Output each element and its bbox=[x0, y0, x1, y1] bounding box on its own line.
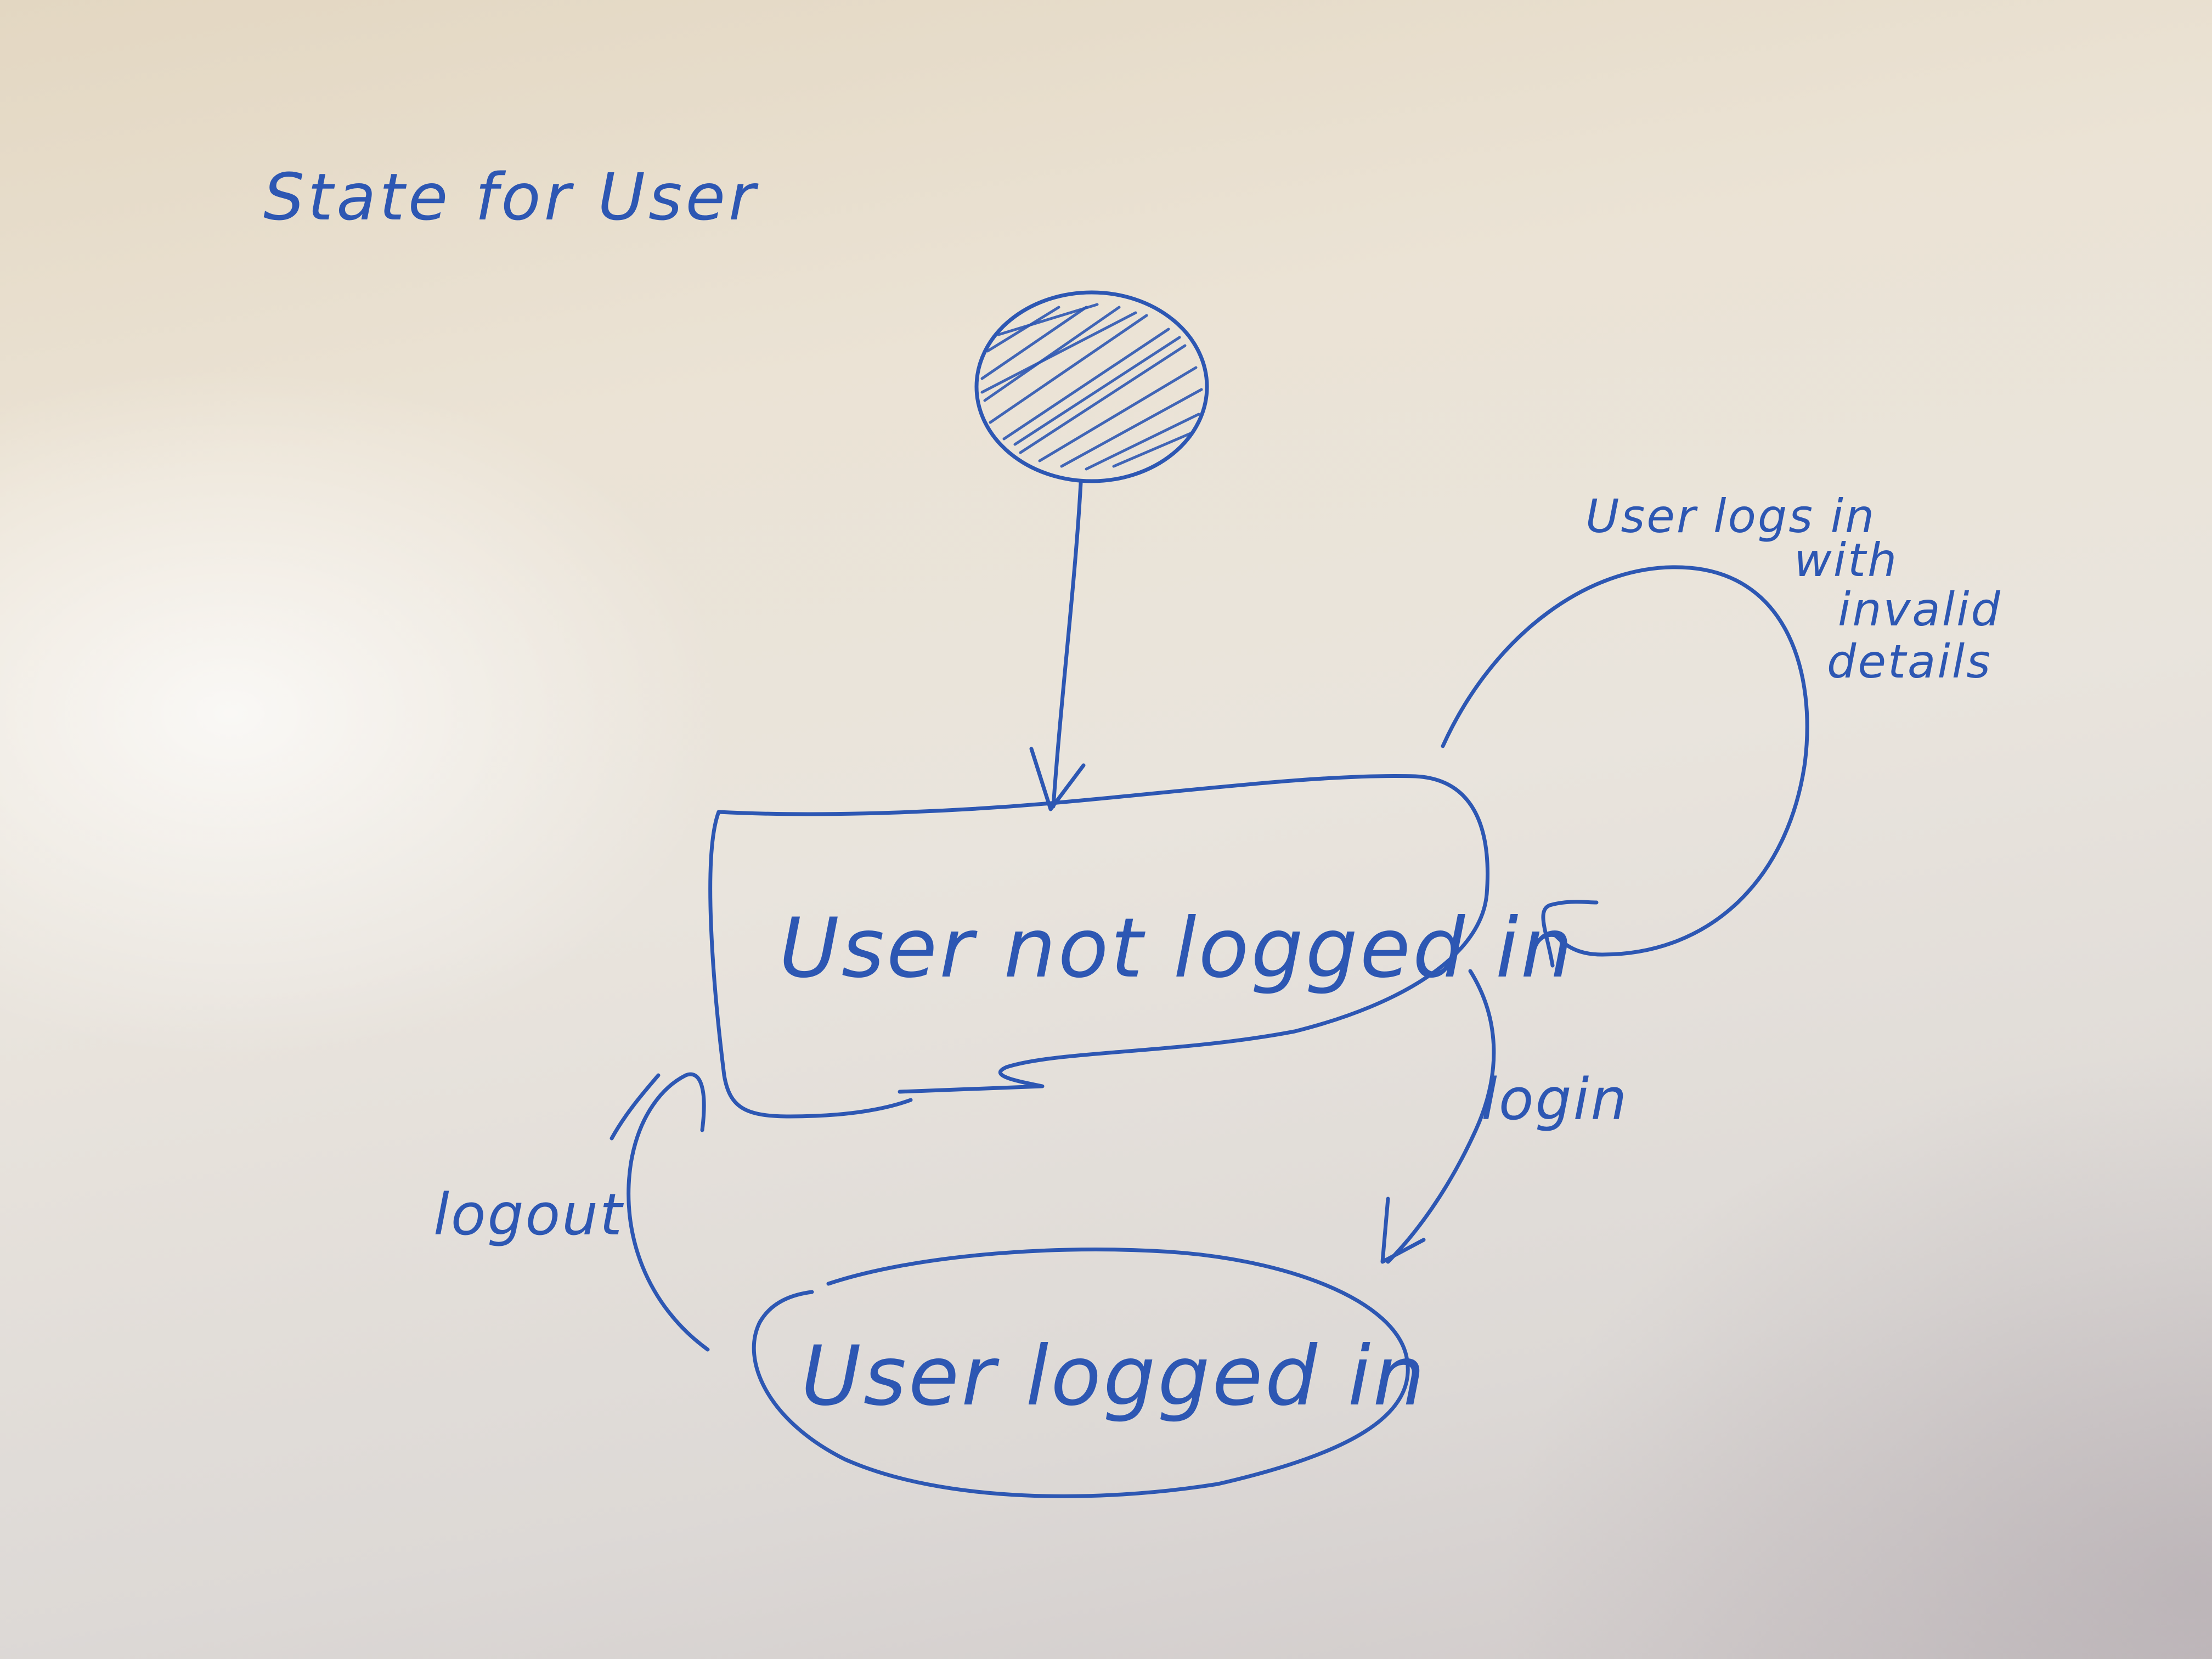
state-logged-in: User logged in bbox=[752, 1248, 1427, 1498]
self-loop-label-line-2: with bbox=[1794, 533, 1898, 587]
initial-state-node bbox=[974, 290, 1209, 483]
transition-login: login bbox=[1380, 969, 1628, 1264]
state-not-logged-in: User not logged in bbox=[708, 774, 1575, 1119]
transition-login-label: login bbox=[1481, 1066, 1628, 1133]
initial-state-fill bbox=[980, 303, 1203, 471]
self-loop-label-line-1: User logs in bbox=[1585, 489, 1876, 543]
state-not-logged-in-label: User not logged in bbox=[779, 901, 1575, 996]
transition-logout-label: logout bbox=[433, 1181, 624, 1248]
self-loop-invalid-login: User logs in with invalid details bbox=[1441, 489, 2002, 968]
state-logged-in-label: User logged in bbox=[801, 1329, 1427, 1424]
self-loop-label-line-4: details bbox=[1827, 635, 1992, 689]
initial-transition-arrow bbox=[1029, 481, 1086, 811]
self-loop-label: User logs in with invalid details bbox=[1585, 489, 2002, 689]
diagram-title: State for User bbox=[263, 159, 759, 235]
transition-logout: logout bbox=[433, 1072, 710, 1352]
self-loop-label-line-3: invalid bbox=[1838, 583, 2002, 636]
